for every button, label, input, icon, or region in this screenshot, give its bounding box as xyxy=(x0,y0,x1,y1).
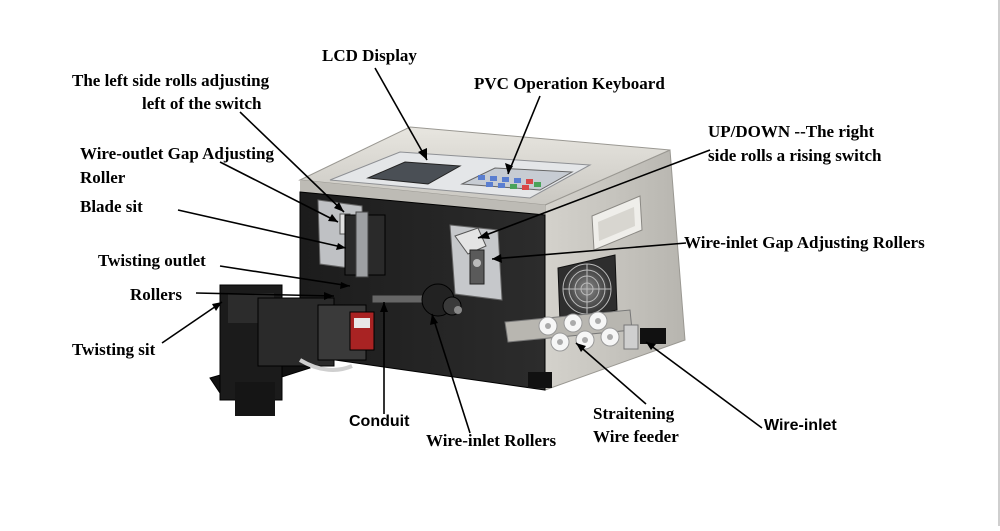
arrowhead-wire-inlet-gap xyxy=(492,254,502,263)
arrow-wire-inlet-rollers xyxy=(431,313,471,434)
arrow-blade-sit xyxy=(177,209,347,249)
label-rollers: Rollers xyxy=(130,285,182,304)
arrowhead-pvc-keyboard xyxy=(505,163,513,174)
arrow-twisting-sit xyxy=(161,301,223,344)
label-updown-line2: side rolls a rising switch xyxy=(708,146,882,165)
label-pvc-keyboard: PVC Operation Keyboard xyxy=(474,74,665,93)
label-wire-outlet-gap-line2: Roller xyxy=(80,168,126,187)
arrowhead-straitening xyxy=(576,343,586,352)
arrowhead-twisting-sit xyxy=(212,302,222,311)
label-left-rolls-switch-line1: The left side rolls adjusting xyxy=(72,71,270,90)
label-wire-outlet-gap-line1: Wire-outlet Gap Adjusting xyxy=(80,144,274,163)
label-twisting-outlet: Twisting outlet xyxy=(98,251,206,270)
arrow-twisting-outlet xyxy=(219,265,351,287)
cooling-fan xyxy=(557,254,618,323)
label-twisting-sit: Twisting sit xyxy=(72,340,156,359)
label-updown-line1: UP/DOWN --The right xyxy=(708,122,875,141)
arrowhead-twisting-outlet xyxy=(340,282,350,289)
arrowhead-wire-inlet-rollers xyxy=(430,314,438,325)
label-wire-inlet: Wire-inlet xyxy=(764,417,837,434)
lcd-screen xyxy=(366,161,462,185)
label-lcd-display: LCD Display xyxy=(322,46,417,65)
keypad xyxy=(460,167,574,191)
arrowhead-conduit xyxy=(380,302,388,312)
arrowhead-wire-outlet-gap xyxy=(328,214,338,222)
arrow-wire-inlet-gap xyxy=(491,242,687,260)
label-blade-sit: Blade sit xyxy=(80,197,143,216)
arrowhead-blade-sit xyxy=(336,243,346,250)
label-left-rolls-switch-line2: left of the switch xyxy=(142,94,262,113)
arrow-updown xyxy=(477,149,711,239)
label-wire-inlet-rollers: Wire-inlet Rollers xyxy=(426,431,557,450)
arrow-wire-inlet xyxy=(645,341,763,429)
arrowhead-left-rolls-switch xyxy=(334,202,344,212)
arrow-left-rolls-switch xyxy=(239,111,345,213)
arrow-wire-outlet-gap xyxy=(219,161,339,223)
control-panel xyxy=(329,151,592,199)
arrow-lcd-display xyxy=(374,67,428,161)
right-roller-assembly xyxy=(449,224,503,301)
arrowhead-rollers xyxy=(324,292,334,300)
leader-lines xyxy=(161,67,763,434)
arrowhead-wire-inlet xyxy=(646,342,656,350)
label-conduit: Conduit xyxy=(349,413,410,430)
arrow-pvc-keyboard xyxy=(507,95,541,175)
arrow-rollers xyxy=(195,292,335,297)
label-straitening-line1: Straitening xyxy=(593,404,675,423)
arrow-heads xyxy=(212,148,656,352)
conduit-assembly xyxy=(371,283,462,317)
label-wire-inlet-gap: Wire-inlet Gap Adjusting Rollers xyxy=(684,233,925,252)
straightening-wire-feeder xyxy=(504,309,639,352)
twisting-sit-assembly xyxy=(209,284,375,416)
image-right-edge xyxy=(998,0,1000,526)
arrowhead-lcd-display xyxy=(418,148,427,160)
arrow-straitening xyxy=(575,342,647,405)
label-straitening-line2: Wire feeder xyxy=(593,427,679,446)
arrowhead-updown xyxy=(478,231,490,239)
